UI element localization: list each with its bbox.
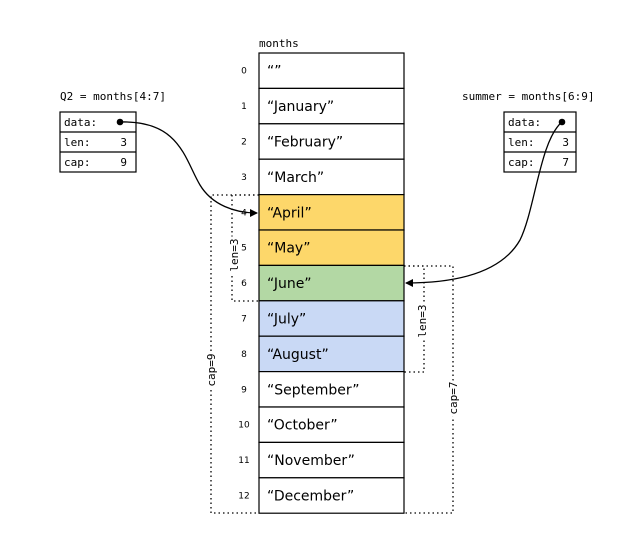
array-index-label: 12 [238,492,249,502]
array-cell-value: “July” [267,312,306,328]
q2-slice-label: Q2 = months[4:7] [60,90,166,103]
summer-slice-label: summer = months[6:9] [462,90,594,103]
summer-len-value: 3 [562,136,569,149]
array-index-label: 6 [241,279,247,289]
array-cell-value: “April” [267,205,312,221]
q2-cap-value: 9 [120,156,127,169]
q2-len-value: 3 [120,136,127,149]
summer-cap-bracket-label: cap=7 [447,381,460,414]
q2-cap-bracket-label: cap=9 [205,353,218,386]
array-cell-value: “December” [267,489,354,505]
q2-cap-bracket [210,194,259,514]
summer-slice-header: data: len: 3 cap: 7 [503,111,577,173]
array-cell-value: “October” [267,418,338,434]
q2-len-field: len: [64,136,91,149]
summer-pointer-arrow [405,121,563,287]
array-cell-1 [258,87,405,125]
array-title: months [259,37,299,50]
array-cell-5 [258,229,405,267]
summer-cap-bracket [404,265,454,514]
array-cell-value: “May” [267,241,310,257]
q2-data-field: data: [64,116,97,129]
array-cells: 0 “” 1 “January” 2 “February” 3 “March” 4 “April”… [238,52,405,514]
q2-pointer-arrow [119,121,258,217]
array-index-label: 0 [241,67,247,77]
array-cell-12 [258,477,405,514]
array-index-label: 4 [241,208,247,218]
summer-cap-field: cap: [508,156,535,169]
array-cell-value: “September” [267,382,359,398]
array-index-label: 11 [238,456,249,466]
array-cell-value: “November” [267,453,355,469]
array-cell-10 [258,406,405,444]
array-index-label: 3 [241,173,247,183]
array-index-label: 5 [241,244,247,254]
array-cell-11 [258,441,405,479]
array-index-label: 10 [238,421,250,431]
array-index-label: 1 [241,102,247,112]
array-cell-value: “March” [267,170,324,186]
summer-len-field: len: [508,136,535,149]
array-index-label: 8 [241,350,247,360]
summer-len-bracket-label: len=3 [416,304,429,337]
q2-cap-field: cap: [64,156,91,169]
array-cell-value: “” [267,64,282,80]
array-index-label: 9 [241,385,247,395]
array-cell-value: “August” [267,347,329,363]
array-cell-0 [258,52,405,90]
array-cell-9 [258,371,405,408]
array-cell-value: “January” [267,99,334,115]
array-cell-value: “June” [267,276,312,292]
array-index-label: 2 [241,138,247,148]
array-index-label: 7 [241,315,247,325]
array-cell-value: “February” [267,135,343,151]
q2-slice-header: data: len: 3 cap: 9 [59,111,137,173]
q2-len-bracket-label: len=3 [228,238,241,271]
summer-cap-value: 7 [562,156,569,169]
array-cell-3 [258,158,405,196]
summer-data-field: data: [508,116,541,129]
array-cell-7 [258,300,405,337]
array-cell-2 [258,123,405,160]
